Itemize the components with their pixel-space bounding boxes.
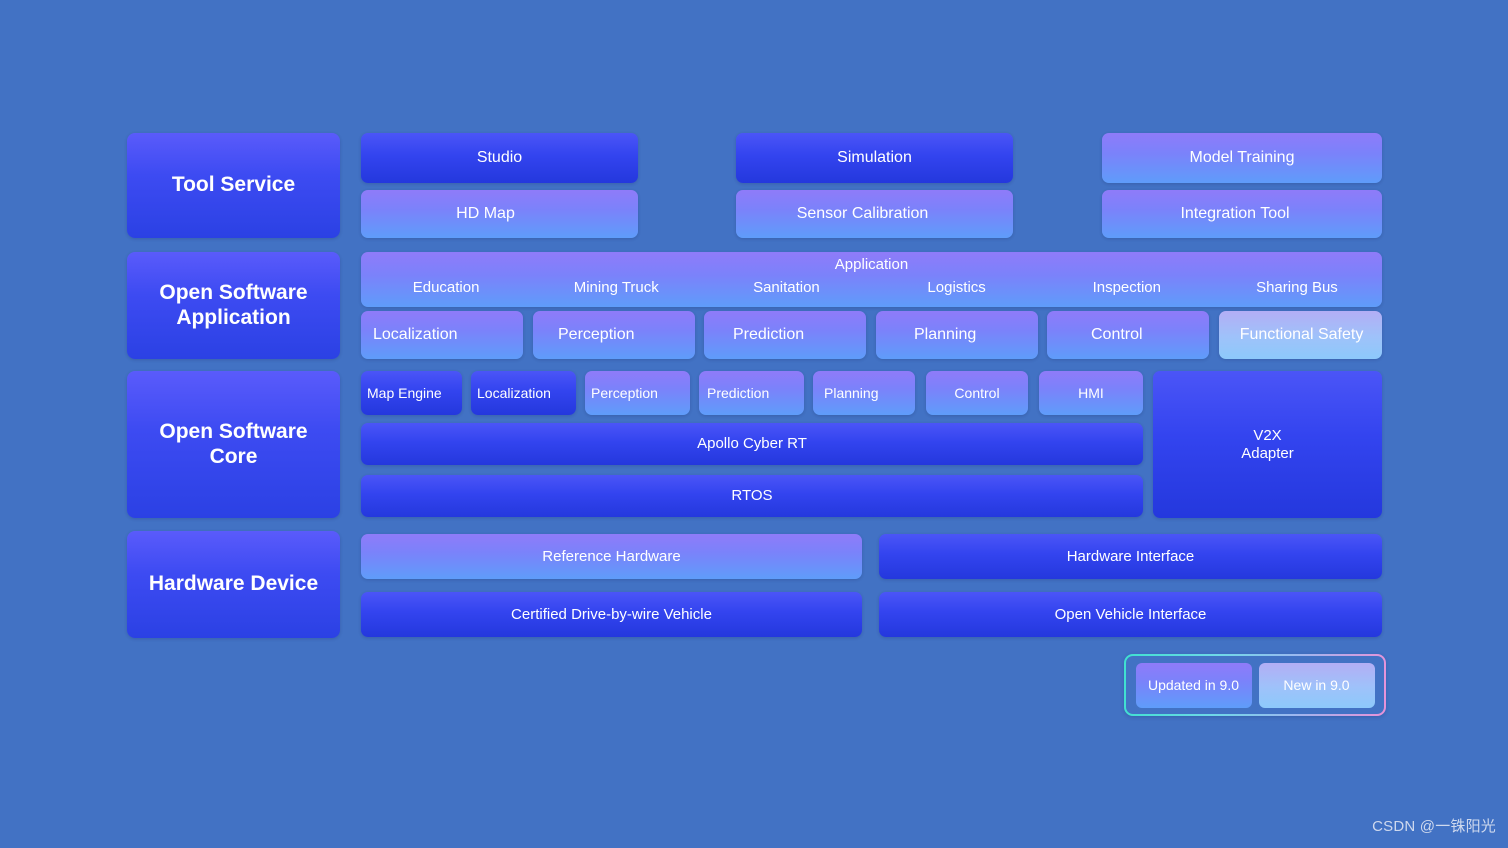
tool-box-model-training[interactable]: Model Training [1102, 133, 1382, 183]
app-module-perception[interactable]: Perception [533, 311, 695, 359]
tool-box-integration-tool[interactable]: Integration Tool [1102, 190, 1382, 238]
app-module-planning[interactable]: Planning [876, 311, 1038, 359]
legend: Updated in 9.0 New in 9.0 [1124, 654, 1386, 716]
tool-box-hd-map[interactable]: HD Map [361, 190, 638, 238]
app-module-functional-safety[interactable]: Functional Safety [1219, 311, 1382, 359]
app-module-control[interactable]: Control [1047, 311, 1209, 359]
row-label-open-software-application: Open Software Application [127, 252, 340, 359]
app-module-localization[interactable]: Localization [361, 311, 523, 359]
application-banner-items: Education Mining Truck Sanitation Logist… [361, 279, 1382, 296]
row-label-tool-service: Tool Service [127, 133, 340, 238]
core-module-prediction[interactable]: Prediction [699, 371, 804, 415]
watermark: CSDN @一铢阳光 [1372, 818, 1496, 835]
row-label-open-software-core: Open Software Core [127, 371, 340, 518]
hardware-box-reference-hardware[interactable]: Reference Hardware [361, 534, 862, 579]
core-module-planning[interactable]: Planning [813, 371, 915, 415]
application-banner: Application Education Mining Truck Sanit… [361, 252, 1382, 307]
application-item-mining-truck[interactable]: Mining Truck [573, 279, 659, 296]
core-module-perception[interactable]: Perception [585, 371, 690, 415]
row-label-hardware-device: Hardware Device [127, 531, 340, 638]
core-module-localization[interactable]: Localization [471, 371, 576, 415]
core-module-hmi[interactable]: HMI [1039, 371, 1143, 415]
hardware-box-hardware-interface[interactable]: Hardware Interface [879, 534, 1382, 579]
core-os-rtos[interactable]: RTOS [361, 475, 1143, 517]
tool-box-studio[interactable]: Studio [361, 133, 638, 183]
legend-item-new[interactable]: New in 9.0 [1258, 662, 1375, 708]
tool-box-simulation[interactable]: Simulation [736, 133, 1013, 183]
legend-item-updated[interactable]: Updated in 9.0 [1135, 662, 1252, 708]
core-side-v2x-adapter[interactable]: V2X Adapter [1153, 371, 1382, 518]
application-item-inspection[interactable]: Inspection [1092, 279, 1161, 296]
app-module-prediction[interactable]: Prediction [704, 311, 866, 359]
core-middleware-apollo-cyber-rt[interactable]: Apollo Cyber RT [361, 423, 1143, 465]
core-module-map-engine[interactable]: Map Engine [361, 371, 462, 415]
application-item-education[interactable]: Education [412, 279, 480, 296]
hardware-box-certified-drive-by-wire-vehicle[interactable]: Certified Drive-by-wire Vehicle [361, 592, 862, 637]
core-module-control[interactable]: Control [926, 371, 1028, 415]
application-banner-title: Application [834, 256, 909, 273]
hardware-box-open-vehicle-interface[interactable]: Open Vehicle Interface [879, 592, 1382, 637]
application-item-sanitation[interactable]: Sanitation [753, 279, 820, 296]
application-item-logistics[interactable]: Logistics [927, 279, 986, 296]
tool-box-sensor-calibration[interactable]: Sensor Calibration [736, 190, 1013, 238]
application-item-sharing-bus[interactable]: Sharing Bus [1256, 279, 1338, 296]
legend-inner: Updated in 9.0 New in 9.0 [1126, 656, 1384, 714]
